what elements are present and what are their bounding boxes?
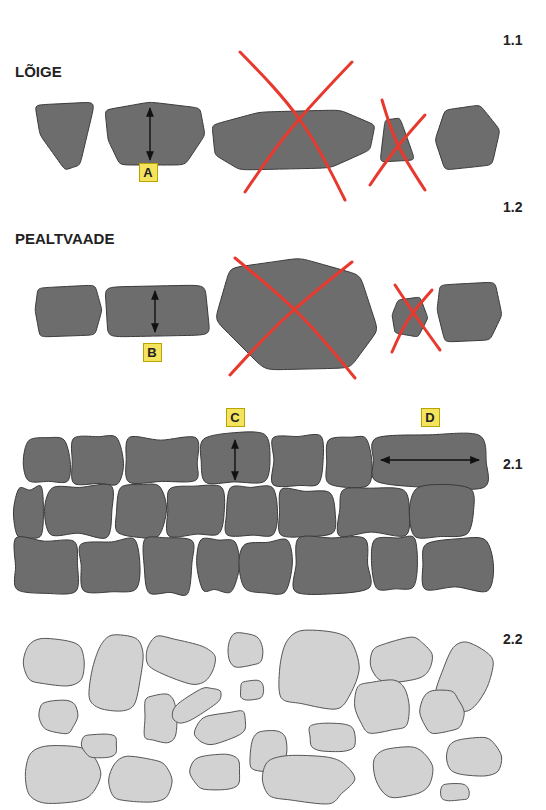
- stone: [437, 282, 501, 341]
- dimension-arrow: [381, 459, 479, 460]
- reject-cross: [235, 258, 355, 378]
- stone: [106, 102, 205, 165]
- rubble-stone: [279, 630, 359, 709]
- rubble-stone: [420, 690, 465, 733]
- rubble-stone: [172, 688, 221, 724]
- wall-stone: [166, 485, 224, 537]
- stone: [217, 259, 377, 370]
- callout-letter: D: [425, 411, 434, 424]
- rubble-stone: [194, 711, 245, 745]
- rubble-stone: [240, 680, 263, 700]
- rubble-stone: [373, 747, 433, 798]
- wall-stone: [239, 539, 292, 594]
- callout-letter: A: [143, 166, 152, 179]
- rubble-stone: [309, 723, 355, 751]
- rubble-stone: [228, 633, 263, 668]
- wall-stone: [293, 536, 371, 594]
- reject-cross: [230, 262, 352, 375]
- wall-stone: [79, 538, 140, 593]
- rubble-stone: [109, 756, 172, 802]
- dimension-arrow: [149, 108, 150, 160]
- figure-number: 2.1: [503, 457, 522, 472]
- stone: [35, 285, 101, 336]
- stone: [106, 285, 210, 336]
- wall-stone: [71, 436, 123, 486]
- reject-cross: [382, 100, 425, 190]
- view-heading: PEALTVAADE: [15, 231, 114, 248]
- rubble-stone: [370, 637, 432, 682]
- wall-stone: [143, 537, 194, 596]
- figure-number: 1.2: [503, 200, 522, 215]
- reject-cross: [245, 62, 352, 192]
- callout-letter-box: B: [143, 343, 162, 362]
- wall-stone: [371, 536, 417, 590]
- rubble-stone: [81, 734, 116, 758]
- rubble-stone: [39, 700, 78, 733]
- wall-stone: [326, 436, 372, 487]
- view-heading: LÕIGE: [15, 64, 62, 81]
- stone: [36, 103, 93, 170]
- wall-stone: [197, 538, 240, 593]
- rubble-stone: [262, 755, 355, 804]
- rubble-stone: [441, 784, 470, 801]
- wall-stone: [45, 484, 114, 538]
- wall-stone: [279, 488, 336, 537]
- figure-number: 1.1: [503, 33, 522, 48]
- dimension-arrow: [234, 440, 235, 480]
- wall-stone: [23, 437, 70, 482]
- dimension-arrow: [154, 291, 155, 332]
- rubble-stone: [146, 636, 215, 685]
- wall-stone: [422, 538, 493, 592]
- rubble-stone: [190, 754, 240, 790]
- stone: [436, 106, 500, 170]
- wall-stone: [272, 434, 324, 486]
- wall-stone: [13, 486, 43, 539]
- callout-letter: B: [147, 346, 156, 359]
- callout-letter-box: D: [421, 408, 440, 427]
- wall-stone: [225, 486, 278, 537]
- wall-stone: [337, 488, 409, 537]
- wall-stone: [409, 484, 474, 538]
- rubble-stone: [144, 694, 177, 743]
- callout-letter-box: C: [226, 408, 245, 427]
- wall-stone: [372, 433, 489, 489]
- reject-cross: [370, 115, 425, 185]
- wall-stone: [126, 436, 199, 483]
- rubble-stone: [355, 680, 410, 733]
- wall-stone: [115, 484, 166, 538]
- rubble-stone: [89, 635, 143, 711]
- wall-stone: [200, 432, 270, 484]
- rubble-stone: [23, 638, 84, 686]
- callout-letter: C: [230, 411, 239, 424]
- callout-letter-box: A: [139, 163, 158, 182]
- reject-cross: [392, 290, 432, 352]
- wall-stone: [14, 537, 78, 594]
- stone: [213, 110, 375, 169]
- figure-number: 2.2: [503, 632, 522, 647]
- reject-cross: [395, 285, 440, 350]
- rubble-stone: [446, 737, 501, 776]
